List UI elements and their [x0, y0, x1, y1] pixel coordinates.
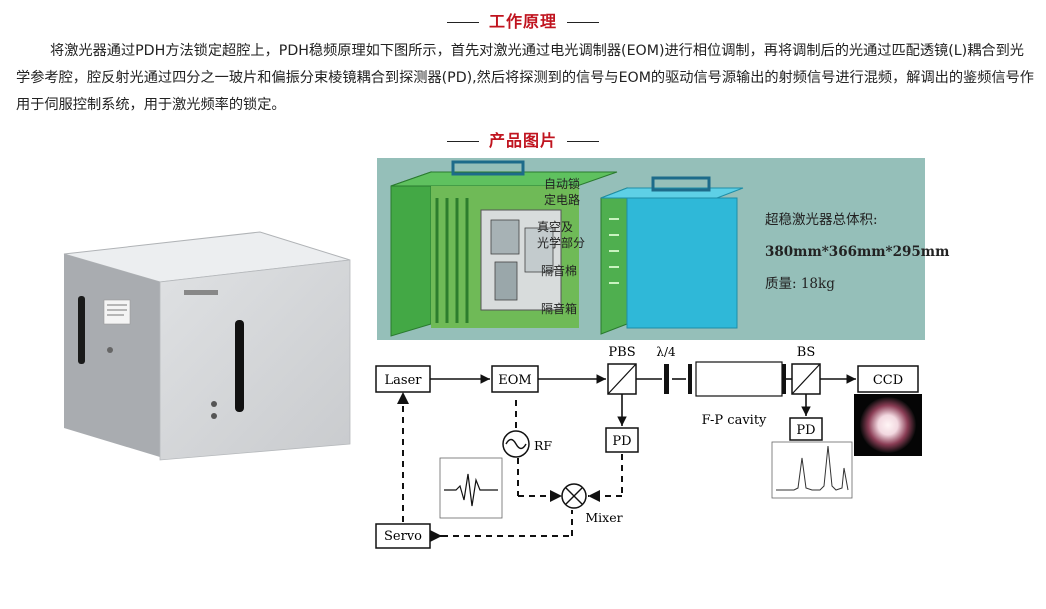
transmission-trace	[776, 445, 849, 491]
pdh-schematic: Laser EOM PBS λ/4 F-P cavity BS CCD PD P…	[375, 345, 922, 549]
right-case-body	[626, 197, 738, 329]
ccd-box	[857, 365, 919, 393]
servo-box	[375, 523, 431, 549]
cutaway-label: 定电路	[544, 192, 580, 207]
cutaway-label: 真空及	[537, 220, 573, 234]
section-title-text: 产品图片	[488, 131, 557, 150]
title-left-rule	[446, 140, 479, 143]
left-case-side	[390, 171, 432, 337]
error-signal-trace	[444, 473, 498, 507]
section-title-product: 产品图片	[0, 127, 1046, 151]
cutaway-illustration: 自动锁 定电路 真空及 光学部分 隔音棉 隔音箱 超稳激光器总体积: 380mm…	[377, 158, 949, 340]
cutaway-labels: 自动锁 定电路 真空及 光学部分 隔音棉 隔音箱	[537, 176, 585, 316]
insulation-ribs	[435, 198, 469, 323]
mixer-label: Mixer	[585, 510, 622, 525]
handle-right	[235, 320, 244, 412]
handle-left	[78, 296, 85, 364]
spec-dimensions: 380mm*366mm*295mm	[765, 244, 949, 260]
rf-label: RF	[534, 438, 552, 453]
model-plate	[184, 290, 218, 295]
spec-title: 超稳激光器总体积:	[765, 212, 878, 228]
laser-box	[375, 365, 431, 393]
spec-mass: 质量: 18kg	[765, 276, 835, 292]
pbs-label: PBS	[608, 345, 635, 360]
left-case-handle	[451, 160, 525, 176]
qwp-plate	[664, 364, 669, 394]
connector-3	[211, 413, 217, 419]
eom-box	[491, 365, 539, 393]
cavity-mirror-right	[782, 364, 786, 394]
pd1-box	[605, 427, 639, 453]
section-title-text: 工作原理	[488, 12, 557, 31]
ccd-label: CCD	[873, 373, 903, 388]
product-photo	[63, 231, 351, 461]
case-right	[159, 259, 351, 461]
laser-label: Laser	[385, 373, 423, 388]
bs-label: BS	[797, 345, 815, 360]
pd2-label: PD	[796, 423, 815, 438]
title-right-rule	[567, 140, 599, 143]
principle-paragraph: 将激光器通过PDH方法锁定超腔上，PDH稳频原理如下图所示，首先对激光通过电光调…	[16, 43, 1034, 113]
title-right-rule	[567, 21, 599, 24]
connector-2	[211, 401, 217, 407]
cutaway-label: 隔音棉	[541, 263, 577, 278]
cavity-body	[695, 361, 783, 397]
right-case-front-panel	[600, 187, 628, 335]
servo-label: Servo	[384, 529, 422, 544]
cavity-label: F-P cavity	[702, 413, 767, 428]
pd2-box	[789, 417, 823, 441]
cavity-mirror-left	[688, 364, 692, 394]
front-label	[103, 299, 131, 325]
cutaway-label: 隔音箱	[541, 301, 577, 316]
qwp-label: λ/4	[656, 345, 676, 359]
error-signal-plot	[439, 457, 503, 519]
case-front	[64, 254, 160, 457]
cutaway-label: 光学部分	[537, 235, 585, 250]
front-panel-indicators	[609, 218, 619, 284]
section-title-principle: 工作原理	[0, 8, 1046, 32]
title-left-rule	[446, 21, 479, 24]
right-case-handle	[651, 176, 711, 192]
connector-1	[107, 347, 113, 353]
cutaway-label: 自动锁	[544, 176, 580, 191]
pd1-label: PD	[612, 434, 631, 449]
eom-label: EOM	[498, 373, 531, 388]
